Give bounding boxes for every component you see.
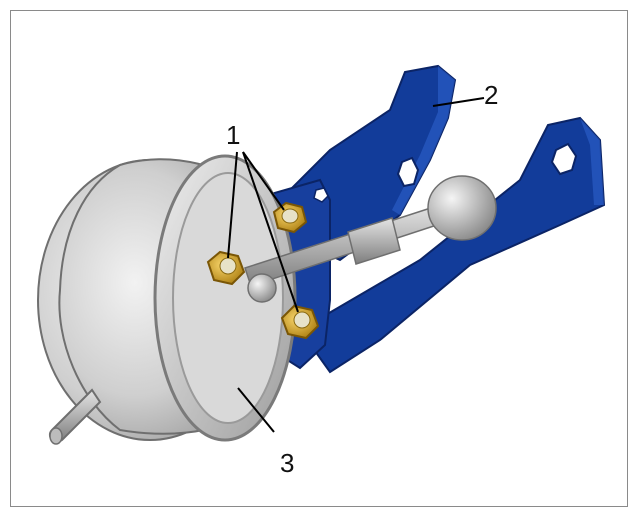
nut-left: [206, 250, 246, 286]
mounting-nuts: [206, 201, 320, 340]
hose-nipple-end: [49, 427, 63, 445]
leader-lines: [227, 97, 485, 433]
leader-line-1c: [242, 151, 299, 313]
bracket-side-face: [392, 66, 455, 215]
bracket-hole: [550, 142, 578, 176]
bracket-side-face: [580, 118, 604, 205]
leader-line-1b: [242, 151, 285, 211]
callout-2: 2: [484, 80, 498, 110]
canister-face: [172, 172, 284, 424]
callout-1: 1: [226, 120, 240, 150]
bracket-hole: [313, 187, 329, 203]
nut-lower: [280, 304, 320, 340]
leader-line-2: [432, 97, 485, 107]
rod-ball-end: [427, 175, 497, 241]
callout-3: 3: [280, 448, 294, 478]
vacuum-canister: [37, 154, 297, 445]
rod-base-joint: [247, 273, 277, 303]
bracket-hole: [396, 156, 420, 188]
actuator-rod: [244, 175, 497, 303]
nut-upper: [272, 201, 308, 234]
rod-sleeve: [347, 217, 401, 265]
leader-line-1a: [227, 151, 238, 259]
leader-line-3: [237, 387, 275, 433]
